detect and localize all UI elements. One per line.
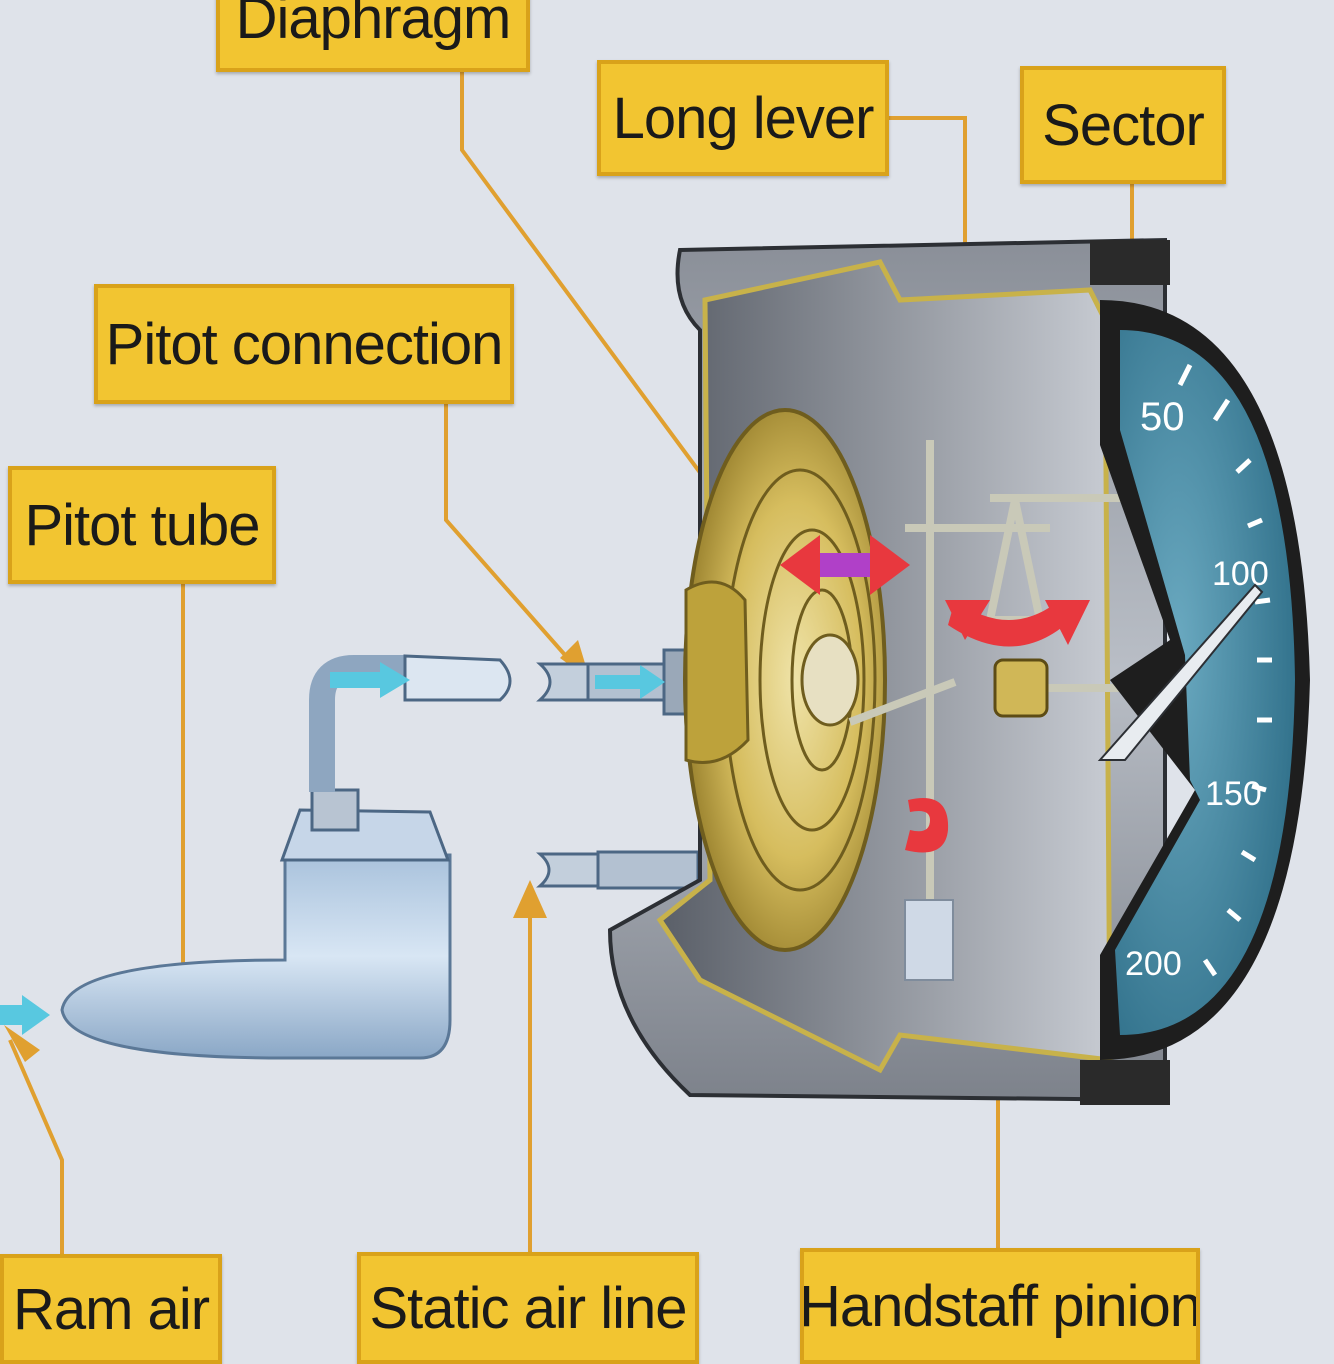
- handstaff-pinion: [995, 660, 1047, 716]
- dial-tick-200: 200: [1125, 945, 1182, 983]
- label-static-air-line: Static air line: [357, 1252, 699, 1364]
- airspeed-indicator-diagram: 50 100 150 200: [0, 0, 1334, 1334]
- label-long-lever-text: Long lever: [613, 85, 874, 152]
- label-sector-text: Sector: [1042, 92, 1204, 159]
- counterweight: [905, 900, 953, 980]
- label-static-air-line-text: Static air line: [369, 1275, 686, 1342]
- static-air-line-fitting: [540, 852, 698, 888]
- label-pitot-connection: Pitot connection: [94, 284, 514, 404]
- label-handstaff-pinion-text: Handstaff pinion: [800, 1273, 1200, 1340]
- label-diaphragm-text: Diaphragm: [236, 0, 511, 52]
- label-ram-air: Ram air: [0, 1254, 222, 1364]
- diaphragm: [685, 410, 885, 950]
- dial-tick-50: 50: [1140, 395, 1185, 439]
- label-pitot-tube-text: Pitot tube: [24, 492, 259, 559]
- leader-ram-air: [10, 1040, 62, 1254]
- label-ram-air-text: Ram air: [13, 1276, 209, 1343]
- label-sector: Sector: [1020, 66, 1226, 184]
- dial-tick-150: 150: [1205, 775, 1262, 813]
- pitot-tube: [62, 656, 510, 1058]
- dial-tick-100: 100: [1212, 555, 1269, 593]
- label-pitot-tube: Pitot tube: [8, 466, 276, 584]
- leader-pitot-connection: [446, 404, 580, 672]
- label-handstaff-pinion: Handstaff pinion: [800, 1248, 1200, 1364]
- label-long-lever: Long lever: [597, 60, 889, 176]
- label-diaphragm: Diaphragm: [216, 0, 530, 72]
- label-pitot-connection-text: Pitot connection: [106, 311, 503, 378]
